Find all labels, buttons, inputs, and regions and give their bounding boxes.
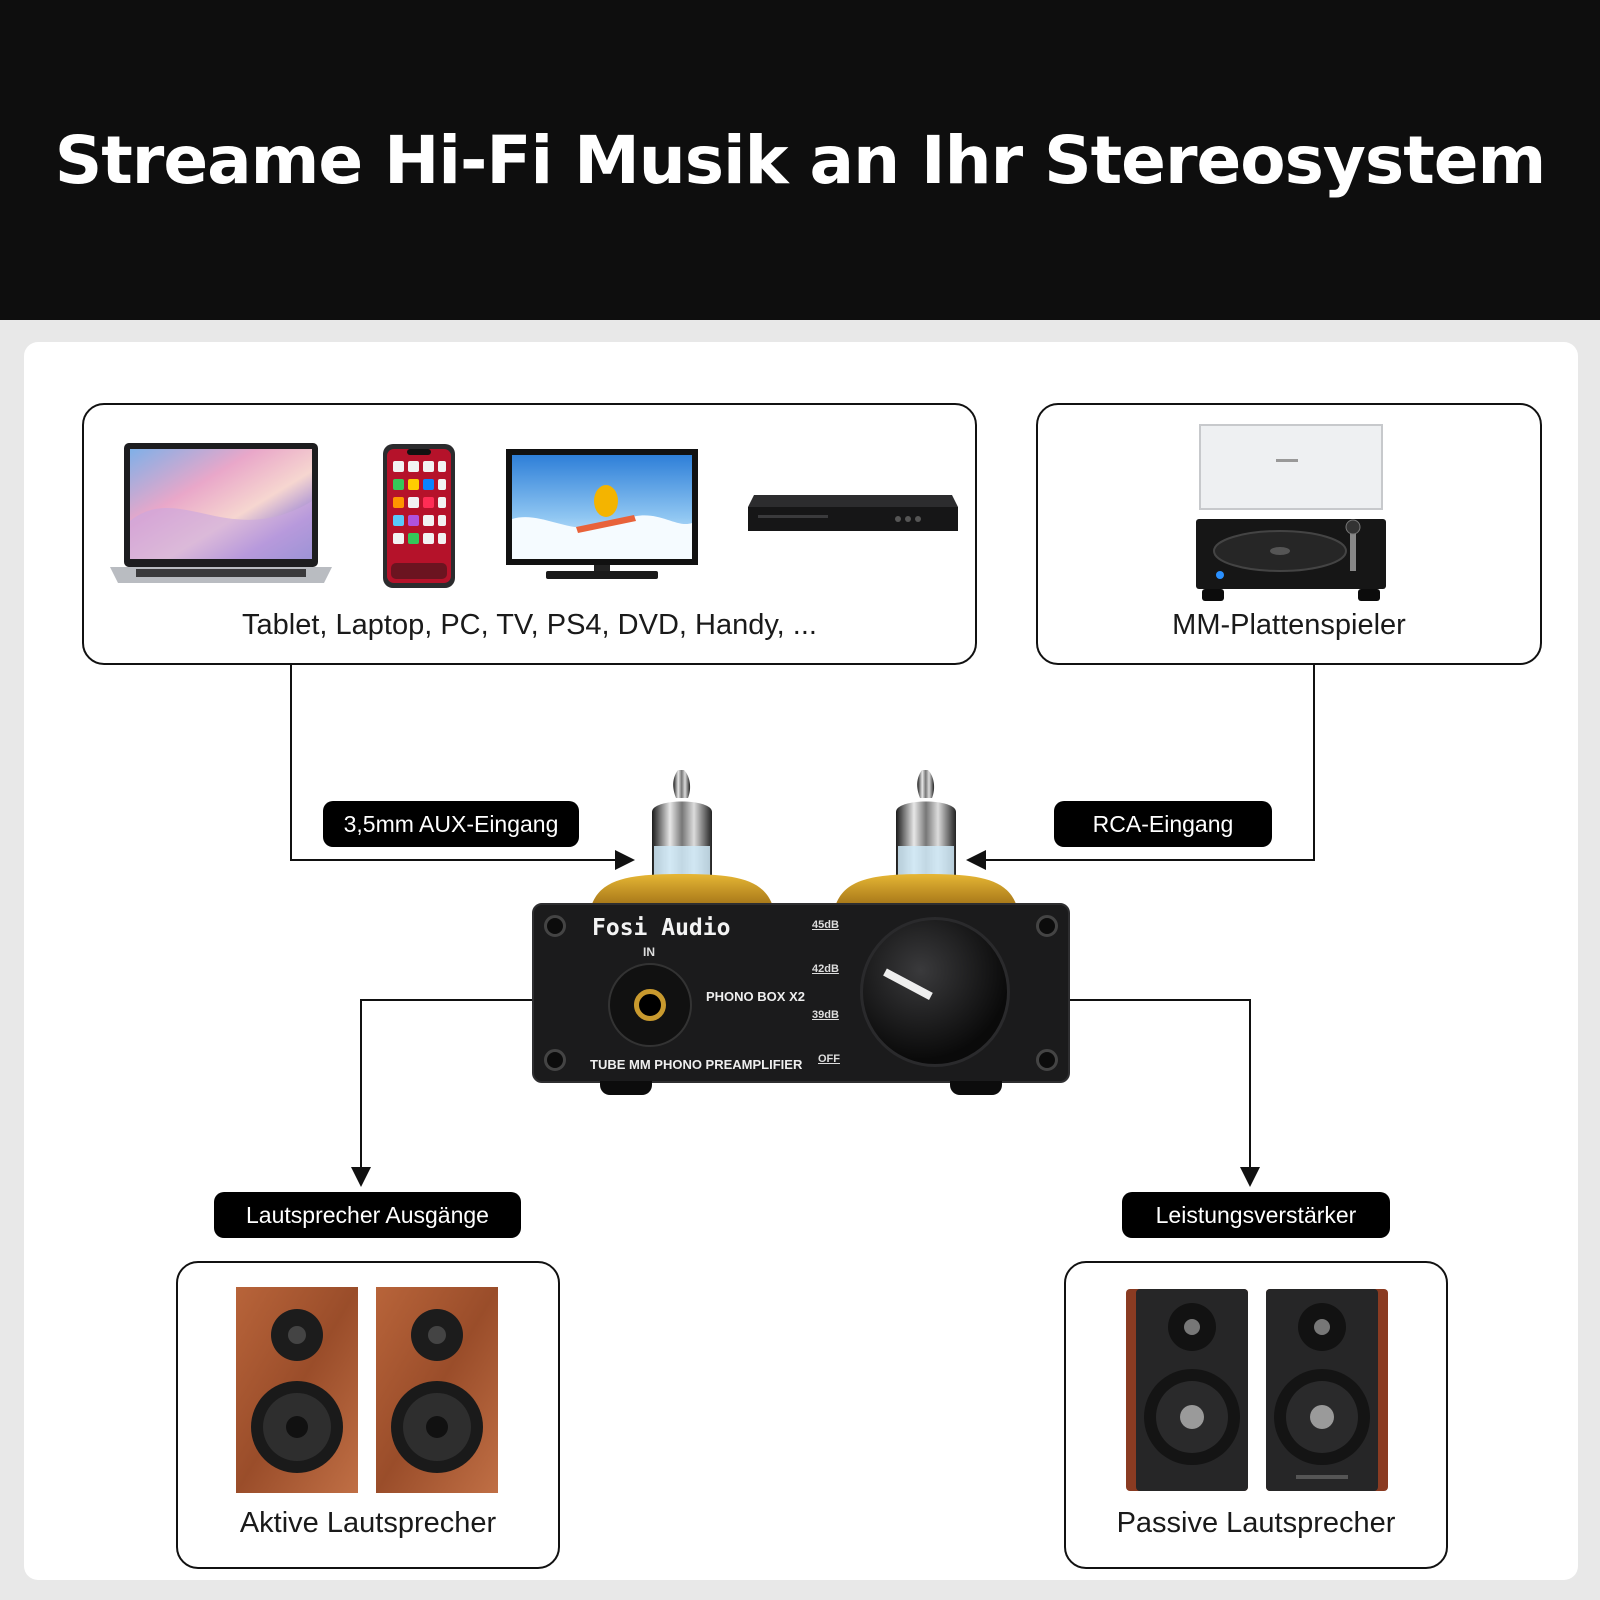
phono-preamp-device: Fosi Audio IN PHONO BOX X2 TUBE MM PHONO…	[532, 903, 1070, 1095]
turntable-icon	[1196, 424, 1386, 601]
headphone-jack-icon	[608, 963, 692, 1047]
rca-input-badge: RCA-Eingang	[1054, 801, 1272, 847]
screw-icon	[544, 915, 566, 937]
header-banner: Streame Hi-Fi Musik an Ihr Stereosystem	[0, 0, 1600, 320]
speaker-outputs-badge: Lautsprecher Ausgänge	[214, 1192, 521, 1238]
rca-wire	[966, 665, 1315, 870]
wooden-speakers-icon	[236, 1287, 498, 1493]
gain-39-label: 39dB	[812, 1009, 839, 1021]
gain-42-label: 42dB	[812, 963, 839, 975]
amp-wire	[1070, 999, 1260, 1187]
vacuum-tube-right-icon	[836, 770, 1016, 904]
power-amplifier-badge: Leistungsverstärker	[1122, 1192, 1390, 1238]
gain-45-label: 45dB	[812, 919, 839, 931]
device-brand: Fosi Audio	[592, 915, 731, 941]
turntable-box: MM-Plattenspieler	[1036, 403, 1542, 665]
gain-knob[interactable]	[860, 917, 1010, 1067]
device-in-label: IN	[643, 945, 655, 959]
smartphone-icon	[383, 444, 455, 588]
screw-icon	[1036, 915, 1058, 937]
dvd-player-icon	[748, 495, 958, 531]
device-model: PHONO BOX X2	[706, 989, 805, 1004]
active-speakers-label: Aktive Lautsprecher	[239, 1507, 497, 1539]
screw-icon	[1036, 1049, 1058, 1071]
vacuum-tube-left-icon	[592, 770, 772, 904]
devices-label: Tablet, Laptop, PC, TV, PS4, DVD, Handy,…	[242, 609, 817, 641]
sources-box: Tablet, Laptop, PC, TV, PS4, DVD, Handy,…	[82, 403, 977, 665]
page-title: Streame Hi-Fi Musik an Ihr Stereosystem	[54, 121, 1547, 199]
turntable-label: MM-Plattenspieler	[1172, 609, 1406, 641]
passive-speakers-label: Passive Lautsprecher	[1116, 1507, 1396, 1539]
aux-input-badge: 3,5mm AUX-Eingang	[323, 801, 579, 847]
aux-wire	[290, 665, 635, 870]
gain-off-label: OFF	[818, 1053, 840, 1065]
tv-icon	[506, 449, 698, 579]
active-speaker-wire	[351, 999, 535, 1187]
device-subtitle: TUBE MM PHONO PREAMPLIFIER	[590, 1057, 803, 1072]
laptop-icon	[110, 443, 332, 583]
screw-icon	[544, 1049, 566, 1071]
bookshelf-speakers-icon	[1126, 1289, 1388, 1491]
passive-speakers-box: Passive Lautsprecher	[1064, 1261, 1448, 1569]
active-speakers-box: Aktive Lautsprecher	[176, 1261, 560, 1569]
